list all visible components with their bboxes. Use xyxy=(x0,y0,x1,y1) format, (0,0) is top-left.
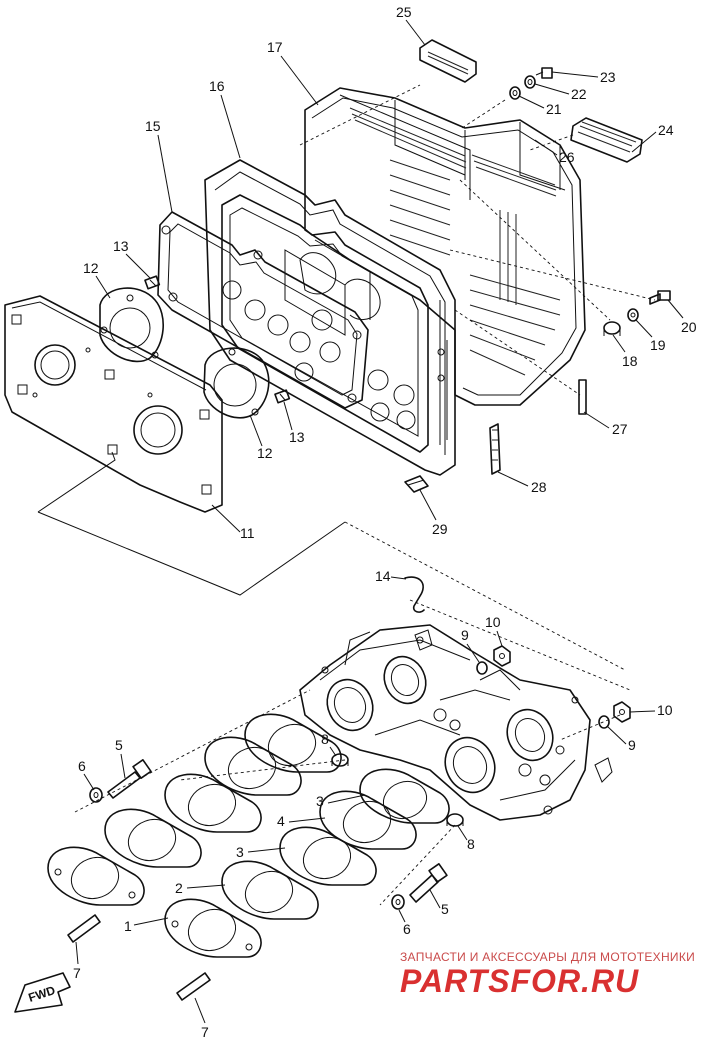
callout-16: 16 xyxy=(209,78,225,94)
callout-9-upper: 9 xyxy=(461,627,469,643)
callout-19: 19 xyxy=(650,337,666,353)
grommet-18 xyxy=(603,321,621,336)
callout-2: 2 xyxy=(175,880,183,896)
callout-5-lower: 5 xyxy=(441,901,449,917)
bolt-20 xyxy=(649,290,671,305)
bolt-5-lower xyxy=(409,863,448,903)
callout-3-lower: 3 xyxy=(236,844,244,860)
air-box-rib-pattern xyxy=(349,107,561,376)
washer-6-upper xyxy=(89,787,103,803)
label-plate-25 xyxy=(419,39,477,83)
nut-10-lower xyxy=(613,701,631,723)
callout-18: 18 xyxy=(622,353,638,369)
manifold-flange-3-rear xyxy=(279,826,377,886)
clip-27 xyxy=(578,379,587,415)
manifold-flange-1-front xyxy=(47,846,145,906)
sealing-strip-28 xyxy=(489,423,501,475)
callout-3-upper: 3 xyxy=(316,793,324,809)
callout-10-lower: 10 xyxy=(657,702,673,718)
stud-7-upper xyxy=(67,914,101,943)
washer-21 xyxy=(509,86,521,100)
washer-19 xyxy=(627,308,639,322)
flange-gasket-upper xyxy=(99,287,165,363)
callout-29: 29 xyxy=(432,521,448,537)
callout-8-left: 8 xyxy=(321,731,329,747)
lower-assembly-leader-lines xyxy=(74,599,631,906)
callout-25: 25 xyxy=(396,4,412,20)
intake-manifold xyxy=(299,624,613,821)
manifold-flange-4-rear xyxy=(319,790,417,850)
air-box-base-plate xyxy=(4,295,223,513)
callout-13-upper: 13 xyxy=(113,238,129,254)
callout-28: 28 xyxy=(531,479,547,495)
callout-13-lower: 13 xyxy=(289,429,305,445)
washer-9-upper xyxy=(476,661,488,675)
flange-gasket-lower xyxy=(203,347,270,419)
upper-assembly-leader-lines xyxy=(37,84,656,671)
manifold-flange-2-rear xyxy=(221,860,319,920)
manifold-flange-top-pair xyxy=(244,713,450,824)
air-box-cap xyxy=(204,159,456,476)
callout-15: 15 xyxy=(145,118,161,134)
callout-7-upper: 7 xyxy=(73,965,81,981)
callout-21: 21 xyxy=(546,101,562,117)
nut-10-upper xyxy=(493,645,511,667)
stud-7-lower xyxy=(176,972,211,1001)
callout-8-right: 8 xyxy=(467,836,475,852)
spacer-8-right xyxy=(446,813,464,827)
callout-7-lower: 7 xyxy=(201,1024,209,1040)
watermark: ЗАПЧАСТИ И АКСЕССУАРЫ ДЛЯ МОТОТЕХНИКИ PA… xyxy=(400,950,695,999)
manifold-flange-1-rear xyxy=(164,898,262,958)
filter-element-24 xyxy=(570,117,643,163)
forward-direction-arrow: FWD xyxy=(14,972,71,1013)
callout-23: 23 xyxy=(600,69,616,85)
callout-6-upper: 6 xyxy=(78,758,86,774)
callout-9-lower: 9 xyxy=(628,737,636,753)
watermark-tagline: ЗАПЧАСТИ И АКСЕССУАРЫ ДЛЯ МОТОТЕХНИКИ xyxy=(400,950,695,964)
washer-22 xyxy=(524,75,536,89)
air-box-gasket xyxy=(157,211,369,409)
watermark-logo: PARTSFOR.RU xyxy=(400,963,639,999)
callout-12-lower: 12 xyxy=(257,445,273,461)
callout-11: 11 xyxy=(240,525,255,541)
callout-10-upper: 10 xyxy=(485,614,501,630)
manifold-flange-3-front xyxy=(164,773,262,833)
screw-13-upper xyxy=(144,275,161,290)
callout-24: 24 xyxy=(658,122,674,138)
callout-5-upper: 5 xyxy=(115,737,123,753)
fwd-label: FWD xyxy=(27,983,58,1005)
air-box-case xyxy=(304,87,586,406)
callout-26: 26 xyxy=(559,149,575,165)
manifold-flange-4-front xyxy=(204,736,302,796)
callout-14: 14 xyxy=(375,568,391,584)
washer-6-lower xyxy=(391,894,405,910)
callouts: 25 17 16 15 13 12 13 12 11 23 22 21 xyxy=(73,4,697,1040)
manifold-flange-2-front xyxy=(104,808,202,868)
clamp-29 xyxy=(404,475,429,493)
callout-20: 20 xyxy=(681,319,697,335)
bolt-5-upper xyxy=(107,759,152,799)
callout-22: 22 xyxy=(571,86,587,102)
callout-27: 27 xyxy=(612,421,628,437)
screw-23 xyxy=(535,67,553,79)
callout-4: 4 xyxy=(277,813,285,829)
callout-1: 1 xyxy=(124,918,132,934)
spring-clip-14 xyxy=(404,576,425,613)
screw-13-lower xyxy=(274,389,291,404)
washer-9-lower xyxy=(598,715,610,729)
callout-12-upper: 12 xyxy=(83,260,99,276)
callout-17: 17 xyxy=(267,39,283,55)
callout-6-lower: 6 xyxy=(403,921,411,937)
